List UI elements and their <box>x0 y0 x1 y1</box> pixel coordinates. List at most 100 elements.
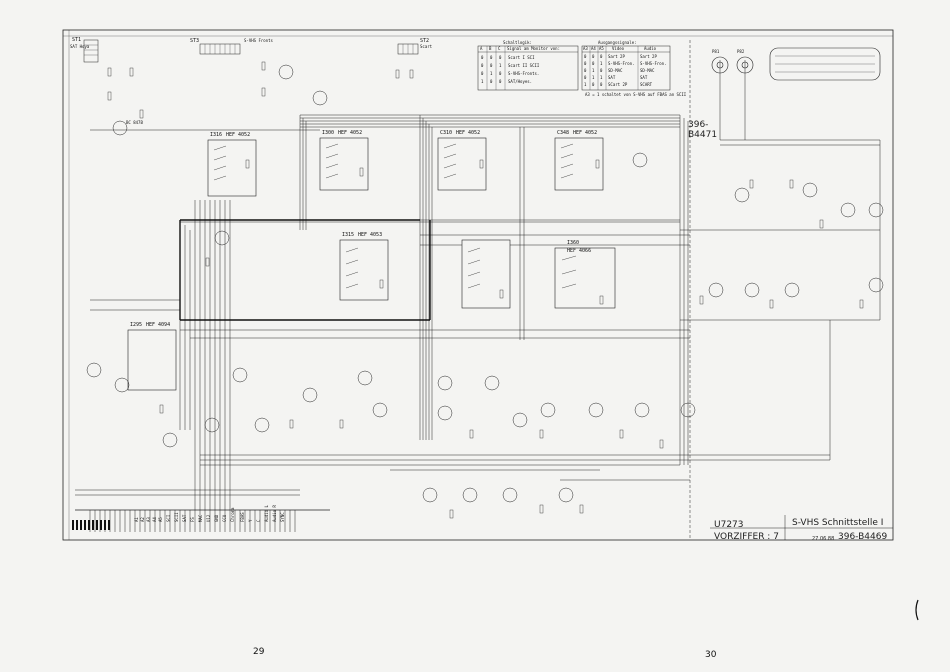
output-jacks <box>711 47 881 81</box>
table-schaltlogik: Schaltlogik: A B C Signal am Monitor von… <box>477 40 579 91</box>
ic3-part: HEF 4052 <box>456 130 480 136</box>
bus-label-18: Audio R <box>272 505 277 522</box>
page-number-right: 30 <box>705 650 717 660</box>
ic5-name: I315 <box>342 232 354 238</box>
connector-st1: ST1 SAT Hoya <box>70 37 99 63</box>
revision-date: 27.06.88 <box>812 536 835 542</box>
ic2-name: I300 <box>322 130 334 136</box>
schematic-title: S-VHS Schnittstelle I <box>792 518 884 528</box>
edge-connector <box>72 520 110 530</box>
ausgang-note: A3 = 1 schaltet von S-VHS auf FBAS an SC… <box>585 92 687 97</box>
schaltlogik-r1c3: Scart II SCII <box>508 63 540 68</box>
ausgang-r0c2: 0 <box>600 54 603 59</box>
ausgang-r1c2: 1 <box>600 61 603 66</box>
schaltlogik-r3c1: 0 <box>490 79 493 84</box>
ic1-name: I316 <box>210 132 222 138</box>
ausgang-h0: A3 <box>583 46 588 51</box>
sheet-border <box>62 29 894 541</box>
bus-label-16: C <box>256 519 261 522</box>
ausgang-r2c2: 0 <box>600 68 603 73</box>
bus-label-13: Chroma <box>230 507 235 522</box>
ausgang-h4: Audio <box>644 46 657 51</box>
schaltlogik-r0c0: 0 <box>481 55 484 60</box>
ausgang-r0c1: 0 <box>592 54 595 59</box>
schaltlogik-r2c3: S-VHS-Fronts. <box>508 71 539 76</box>
connector-st1-label: ST1 <box>72 37 81 43</box>
transistors <box>86 64 884 503</box>
power-rail <box>179 219 431 321</box>
table-ausgangssignale: Ausgangssignale: A3 A4 A5 Video Audio 0 … <box>581 40 687 97</box>
bus-label-8: FS <box>190 517 195 522</box>
bus-label-5: SCI <box>166 514 171 522</box>
ausgang-r4c1: 0 <box>592 82 595 87</box>
passive-components <box>107 61 864 519</box>
ic7-part: HEF 4094 <box>146 322 170 328</box>
ausgang-r1c3: S-VHS-Fron. <box>608 61 635 66</box>
schaltlogik-r3c2: 0 <box>499 79 502 84</box>
transistor-part-label: BC 847B <box>126 120 143 125</box>
ausgang-r1c4: S-VHS-Fron. <box>640 61 667 66</box>
top-document-reference: 396- B4471 <box>688 120 718 140</box>
schaltlogik-r1c2: 1 <box>499 63 502 68</box>
ausgang-r0c3: Sart 2P <box>608 54 625 59</box>
bus-label-12: CCU <box>222 514 227 522</box>
ausgang-h2: A5 <box>599 46 604 51</box>
schaltlogik-r1c0: 0 <box>481 63 484 68</box>
schaltlogik-r3c0: 1 <box>481 79 484 84</box>
connector-st1-sub: SAT Hoya <box>70 44 90 49</box>
bus-label-3: A4 <box>152 517 157 522</box>
ausgang-r3c2: 1 <box>600 75 603 80</box>
ic4-part: HEF 4052 <box>573 130 597 136</box>
document-number: 396-B4469 <box>838 532 888 542</box>
bus-label-0: A1 <box>134 517 139 522</box>
bus-label-10: U12 <box>206 514 211 522</box>
schaltlogik-r0c3: Scart I SCI <box>508 55 535 60</box>
ic7-name: I295 <box>130 322 142 328</box>
schaltlogik-r1c1: 0 <box>490 63 493 68</box>
ausgang-r3c3: SAT <box>608 75 616 80</box>
ausgang-h3: Video <box>612 46 625 51</box>
schaltlogik-h1: B <box>489 46 492 51</box>
connector-st3-label: ST3 <box>190 38 199 44</box>
ausgang-r3c0: 0 <box>584 75 587 80</box>
title-block-frame <box>710 515 893 540</box>
connector-st2-label: ST2 <box>420 38 429 44</box>
wiring <box>75 40 881 540</box>
bus-label-19: SYNC <box>280 512 285 522</box>
bus-label-9: MAC <box>198 514 203 522</box>
ic3-name: C310 <box>440 130 452 136</box>
table-schaltlogik-title: Schaltlogik: <box>503 40 532 45</box>
ic-blocks <box>127 137 616 391</box>
ausgang-r1c1: 0 <box>592 61 595 66</box>
schaltlogik-r3c3: SAT/Hoyes. <box>508 79 532 84</box>
ic-switch-glyphs <box>213 143 577 289</box>
ausgang-r4c2: 0 <box>600 82 603 87</box>
vorziffer-label: VORZIFFER : 7 <box>714 532 779 542</box>
ausgang-r3c1: 1 <box>592 75 595 80</box>
schaltlogik-r0c2: 0 <box>499 55 502 60</box>
ic6-part: HEF 4066 <box>567 248 591 254</box>
schaltlogik-h2: C <box>498 46 501 51</box>
jack-p81-label: P81 <box>712 49 720 54</box>
bus-label-17: Audio L <box>264 505 269 522</box>
schaltlogik-r0c1: 0 <box>490 55 493 60</box>
bus-label-11: GND <box>214 514 219 522</box>
bus-label-15: Y <box>248 519 253 522</box>
ausgang-r2c0: 0 <box>584 68 587 73</box>
ausgang-h1: A4 <box>591 46 596 51</box>
schaltlogik-r2c2: 0 <box>499 71 502 76</box>
ausgang-r4c4: SCART <box>640 82 653 87</box>
schaltlogik-h3: Signal am Monitor von: <box>507 46 560 51</box>
connector-st2-sub: Scart <box>420 44 433 49</box>
bus-label-1: A2 <box>140 517 145 522</box>
ic5-part: HEF 4053 <box>358 232 382 238</box>
bus-label-4: A5 <box>158 517 163 522</box>
ausgang-r1c0: 0 <box>584 61 587 66</box>
bottom-bus-labels: A1 A2 A3 A4 A5 SCI SCII SAT FS MAC U12 G… <box>134 505 285 522</box>
ausgang-r2c3: SD-MAC <box>608 68 623 73</box>
connector-st3: ST3 S-VHS Fronts <box>190 38 273 55</box>
ic6-name: I360 <box>567 240 579 246</box>
margin-mark <box>915 599 919 621</box>
ausgang-r0c0: 0 <box>584 54 587 59</box>
schaltlogik-r2c1: 1 <box>490 71 493 76</box>
